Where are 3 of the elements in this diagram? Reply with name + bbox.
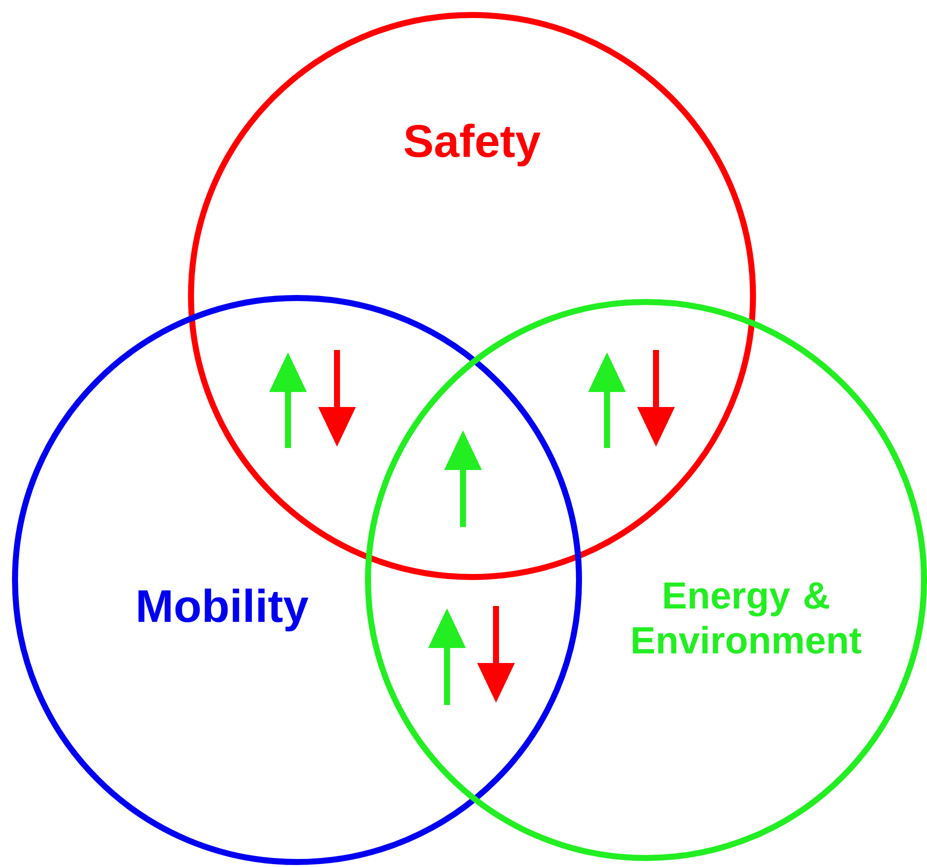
- category-label: Energy & Environment: [632, 582, 862, 654]
- category-label: Mobility: [138, 588, 308, 632]
- category-label: Safety: [404, 124, 541, 166]
